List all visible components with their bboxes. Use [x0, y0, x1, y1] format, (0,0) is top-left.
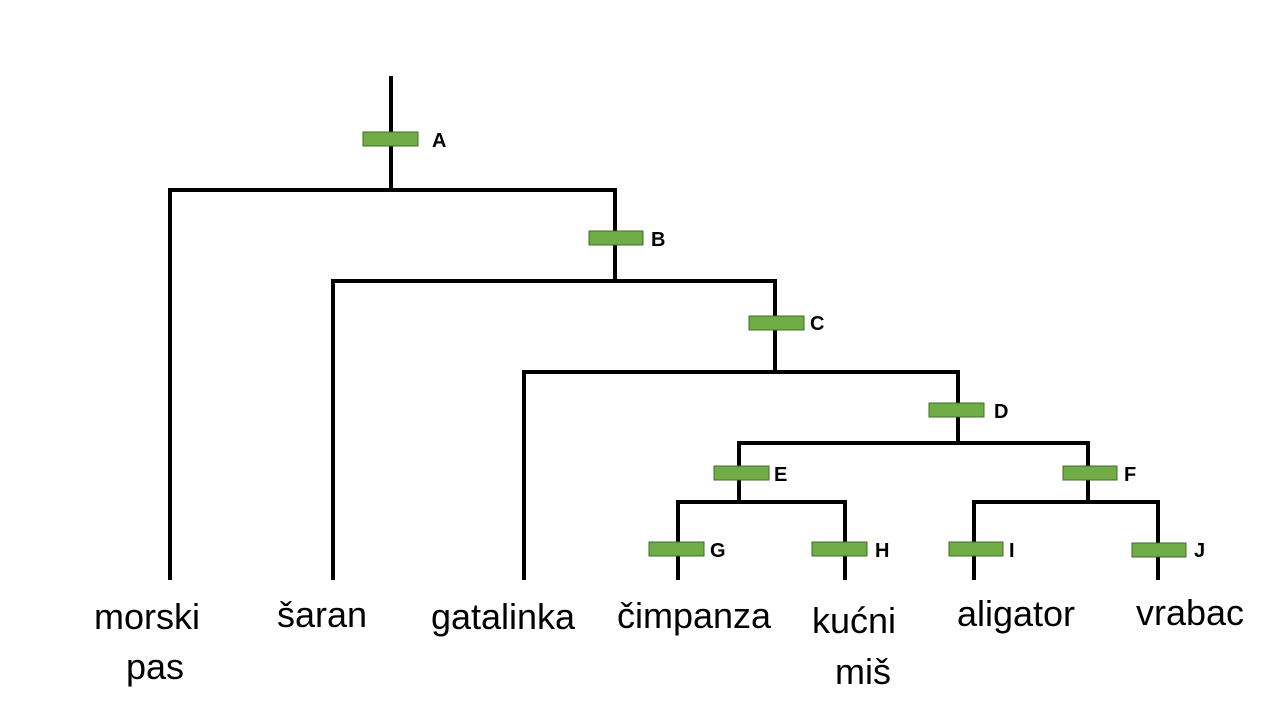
- taxon-line-kucni: kućni: [812, 600, 896, 641]
- trait-label-c: C: [810, 313, 824, 335]
- trait-d: D: [928, 401, 1008, 423]
- taxon-line-pas: pas: [126, 646, 184, 687]
- taxon-line-mis: miš: [835, 651, 891, 692]
- trait-bar-e: [713, 465, 770, 481]
- taxon-line-morski: morski: [94, 596, 200, 637]
- taxon-label-gatalinka: gatalinka: [431, 596, 576, 637]
- trait-bar-c: [748, 315, 805, 331]
- taxon-label-aligator: aligator: [957, 593, 1075, 634]
- trait-h: H: [811, 540, 889, 562]
- trait-label-f: F: [1124, 464, 1136, 486]
- trait-bar-h: [811, 541, 868, 557]
- trait-bar-f: [1062, 465, 1118, 481]
- trait-markers: A B C D E F G H: [362, 130, 1205, 562]
- trait-i: I: [948, 540, 1015, 562]
- trait-bar-a: [362, 131, 419, 147]
- trait-b: B: [588, 229, 665, 251]
- taxon-labels: morski pas šaran gatalinka čimpanza kućn…: [94, 592, 1244, 692]
- trait-label-a: A: [432, 130, 446, 152]
- taxon-label-cimpanza: čimpanza: [617, 595, 772, 636]
- trait-label-g: G: [710, 540, 726, 562]
- trait-bar-i: [948, 541, 1004, 557]
- trait-c: C: [748, 313, 824, 335]
- trait-label-b: B: [651, 229, 665, 251]
- branches: [168, 76, 1160, 580]
- trait-e: E: [713, 464, 787, 486]
- taxon-label-vrabac: vrabac: [1136, 592, 1244, 633]
- trait-f: F: [1062, 464, 1136, 486]
- trait-label-e: E: [774, 464, 787, 486]
- trait-bar-d: [928, 402, 985, 418]
- trait-bar-b: [588, 230, 644, 246]
- trait-label-d: D: [994, 401, 1008, 423]
- trait-g: G: [648, 540, 726, 562]
- taxon-label-morski-pas: morski pas: [94, 596, 210, 687]
- trait-bar-j: [1131, 542, 1187, 558]
- taxon-label-kucni-mis: kućni miš: [812, 600, 906, 692]
- trait-label-h: H: [875, 540, 889, 562]
- trait-a: A: [362, 130, 446, 152]
- trait-j: J: [1131, 540, 1205, 562]
- trait-bar-g: [648, 541, 705, 557]
- trait-label-i: I: [1009, 540, 1015, 562]
- taxon-label-saran: šaran: [277, 594, 367, 635]
- trait-label-j: J: [1194, 540, 1205, 562]
